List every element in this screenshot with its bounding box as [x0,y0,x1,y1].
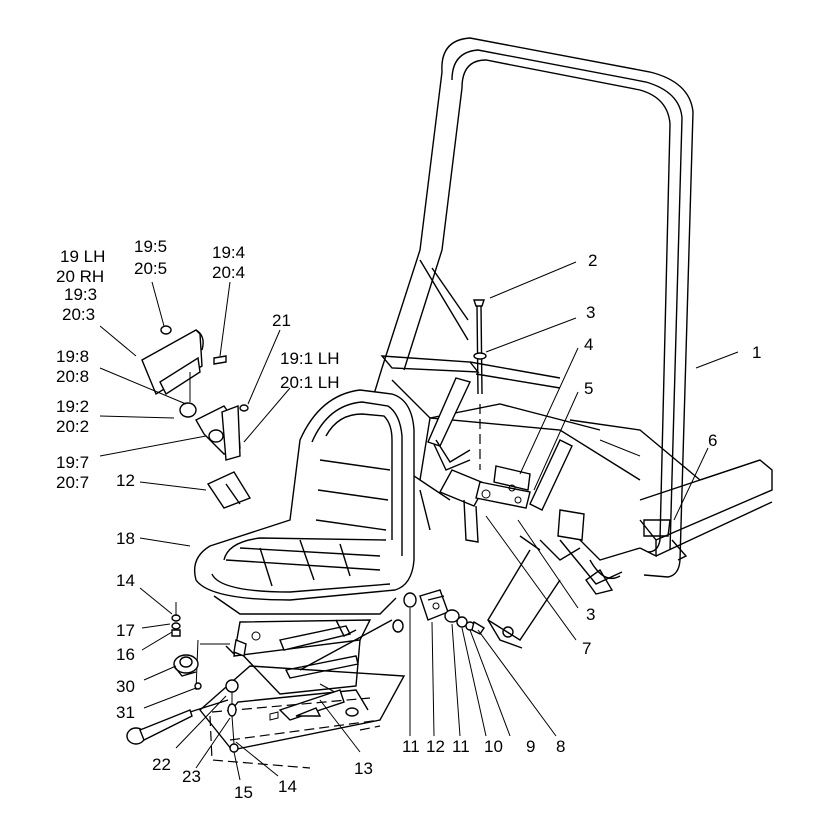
callout-14-upper: 14 [116,571,135,590]
callout-19-4: 19:4 [212,243,245,262]
callout-20-5: 20:5 [134,259,167,278]
callout-19-2: 19:2 [56,397,89,416]
callout-20rh: 20 RH [56,267,104,286]
callout-19-5: 19:5 [134,237,167,256]
callout-3-upper: 3 [586,303,595,322]
callout-19-3: 19:3 [64,285,97,304]
callout-15: 15 [234,783,253,802]
callout-14-lower: 14 [278,777,297,796]
callout-3-lower: 3 [586,605,595,624]
callout-labels: 1 2 3 4 5 6 3 7 8 9 10 11 12 11 13 14 15… [56,237,761,802]
seat-belt-retractor [173,654,199,677]
callout-2: 2 [588,251,597,270]
callout-18: 18 [116,529,135,548]
callout-8: 8 [556,737,565,756]
callout-11-right: 11 [452,737,470,756]
callout-12-right: 12 [426,737,445,756]
callout-7: 7 [582,639,591,658]
callout-20-2: 20:2 [56,417,89,436]
mount-pad-12 [206,471,252,509]
callout-16: 16 [116,645,135,664]
callout-5: 5 [584,379,593,398]
callout-19lh: 19 LH [60,247,105,266]
belt-bracket-assembly [141,325,249,461]
callout-22-label-19-1: 19:1 LH [280,349,340,368]
callout-12-upper: 12 [116,471,135,490]
callout-1: 1 [752,343,761,362]
callout-31: 31 [116,703,135,722]
frame-brackets [427,377,641,561]
chassis-frame [359,367,773,649]
seat-mounting-plate [199,665,406,769]
fastener-stack-left [171,602,181,637]
mount-hardware-right [403,589,485,635]
bolt-part-2 [473,299,487,470]
callout-10: 10 [484,737,503,756]
roll-bar [380,37,694,578]
callout-20-1: 20:1 LH [280,373,340,392]
callout-23: 23 [182,767,201,786]
callout-4: 4 [584,335,593,354]
callout-20-4: 20:4 [212,263,245,282]
callout-6: 6 [708,431,717,450]
callout-20-7: 20:7 [56,473,89,492]
operator-seat [193,389,415,615]
adjuster-knob-rod [126,699,229,745]
callout-9: 9 [526,737,535,756]
callout-20-8: 20:8 [56,367,89,386]
callout-19-7: 19:7 [56,453,89,472]
callout-11-left: 11 [402,737,420,756]
callout-21: 21 [272,311,291,330]
seat-slide-assembly [225,619,404,697]
callout-17: 17 [116,621,135,640]
callout-19-8: 19:8 [56,347,89,366]
callout-22: 22 [152,755,171,774]
callout-20-3: 20:3 [62,305,95,324]
callout-30: 30 [116,677,135,696]
callout-13: 13 [354,759,373,778]
leader-lines [99,261,739,781]
